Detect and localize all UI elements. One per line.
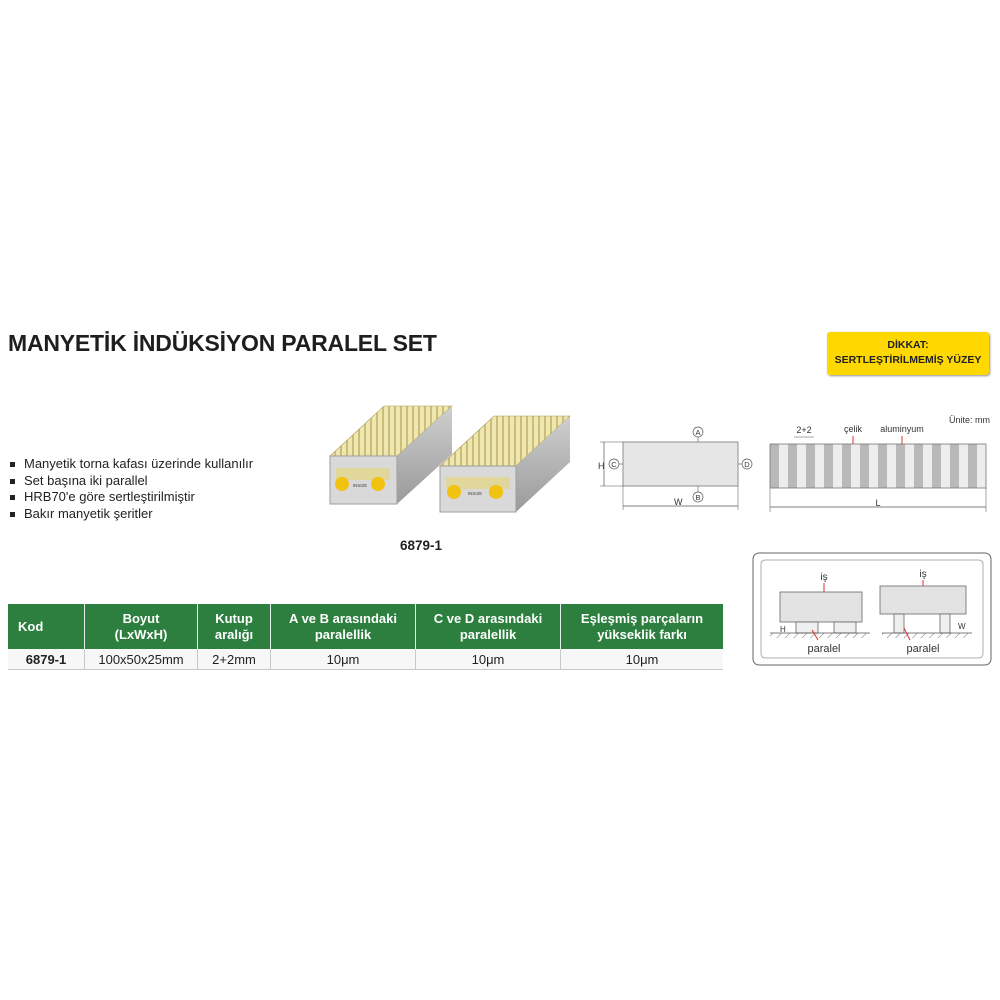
header-text: Boyut <box>122 610 160 626</box>
width-label: W <box>958 622 966 631</box>
column-header-cd-parallelism: C ve D arasındaki paralellik <box>415 604 561 649</box>
steel-strip <box>788 444 797 488</box>
steel-strip <box>824 444 833 488</box>
height-label: H <box>780 625 786 634</box>
face-d-label: D <box>744 460 750 469</box>
warning-text: SERTLEŞTİRİLMEMİŞ YÜZEY <box>834 354 982 366</box>
header-text: (LxWxH) <box>114 626 168 642</box>
aluminum-strip <box>905 444 914 488</box>
spec-table: Kod Boyut (LxWxH) Kutup aralığı A ve B a… <box>8 604 723 670</box>
aluminum-strip <box>977 444 986 488</box>
header-text: paralellik <box>459 626 517 642</box>
aluminum-strip <box>941 444 950 488</box>
column-header-ab-parallelism: A ve B arasındaki paralellik <box>270 604 416 649</box>
header-text: A ve B arasındaki <box>289 610 397 626</box>
aluminum-strip <box>833 444 842 488</box>
aluminum-strip <box>887 444 896 488</box>
column-header-height-difference: Eşleşmiş parçaların yükseklik farkı <box>560 604 723 649</box>
unit-label: Ünite: mm <box>949 415 990 425</box>
column-header-code: Kod <box>8 604 85 649</box>
warning-badge: DİKKAT: SERTLEŞTİRİLMEMİŞ YÜZEY <box>827 332 989 375</box>
column-header-pole-pitch: Kutup aralığı <box>197 604 271 649</box>
aluminum-strip <box>869 444 878 488</box>
steel-strip <box>860 444 869 488</box>
aluminum-strip <box>959 444 968 488</box>
steel-strip <box>770 444 779 488</box>
aluminum-strip <box>923 444 932 488</box>
work-label: iş <box>820 572 827 583</box>
parallel-label: paralel <box>807 643 840 655</box>
brand-logo: INSIZE <box>353 483 368 488</box>
header-text: aralığı <box>214 626 254 642</box>
aluminum-strip <box>779 444 788 488</box>
dimension-diagram: H W A B C D <box>598 426 753 510</box>
table-header-row: Kod Boyut (LxWxH) Kutup aralığı A ve B a… <box>8 604 723 649</box>
feature-item: HRB70'e göre sertleştirilmiştir <box>8 489 253 506</box>
warning-title: DİKKAT: <box>887 339 929 351</box>
header-text: Kutup <box>215 610 253 626</box>
header-text: yükseklik farkı <box>597 626 687 642</box>
model-label: 6879-1 <box>400 538 443 553</box>
header-text: C ve D arasındaki <box>433 610 543 626</box>
face-b-label: B <box>695 493 700 502</box>
pitch-label: 2+2 <box>796 425 811 435</box>
column-header-size: Boyut (LxWxH) <box>84 604 198 649</box>
usage-diagram: iş H paralel iş W paralel <box>752 552 992 666</box>
feature-item: Set başına iki parallel <box>8 473 253 490</box>
feature-item: Bakır manyetik şeritler <box>8 506 253 523</box>
strip-bar-group <box>770 444 986 488</box>
table-row: 6879-1 100x50x25mm 2+2mm 10μm 10μm 10μm <box>8 649 723 670</box>
length-label: L <box>875 498 880 508</box>
feature-list: Manyetik torna kafası üzerinde kullanılı… <box>8 456 253 522</box>
header-text: paralellik <box>314 626 372 642</box>
steel-strip <box>842 444 851 488</box>
cell-code: 6879-1 <box>8 649 85 670</box>
strip-diagram: Ünite: mm 2+2 çelik aluminyum L <box>769 415 990 512</box>
product-image: INSIZE INSIZE <box>329 405 571 513</box>
aluminum-strip <box>851 444 860 488</box>
cell-ab-parallelism: 10μm <box>270 649 416 670</box>
aluminum-label: aluminyum <box>880 424 924 434</box>
aluminum-strip <box>797 444 806 488</box>
parallel-block: INSIZE <box>329 405 453 505</box>
face-a-label: A <box>695 428 700 437</box>
steel-strip <box>914 444 923 488</box>
work-label: iş <box>919 569 926 580</box>
steel-label: çelik <box>844 424 863 434</box>
aluminum-strip <box>815 444 824 488</box>
parallel-label: paralel <box>906 643 939 655</box>
cell-height-difference: 10μm <box>560 649 723 670</box>
feature-item: Manyetik torna kafası üzerinde kullanılı… <box>8 456 253 473</box>
steel-strip <box>806 444 815 488</box>
cell-size: 100x50x25mm <box>84 649 198 670</box>
header-text: Eşleşmiş parçaların <box>580 610 704 626</box>
steel-strip <box>932 444 941 488</box>
face-c-label: C <box>611 460 617 469</box>
parallel-block: INSIZE <box>439 415 571 513</box>
steel-strip <box>896 444 905 488</box>
cell-pole-pitch: 2+2mm <box>197 649 271 670</box>
steel-strip <box>968 444 977 488</box>
brand-logo: INSIZE <box>468 491 483 496</box>
height-label: H <box>598 461 605 471</box>
steel-strip <box>950 444 959 488</box>
cell-cd-parallelism: 10μm <box>415 649 561 670</box>
page-title: MANYETİK İNDÜKSİYON PARALEL SET <box>8 330 437 356</box>
header-text: Kod <box>18 618 44 634</box>
steel-strip <box>878 444 887 488</box>
width-label: W <box>674 497 683 507</box>
